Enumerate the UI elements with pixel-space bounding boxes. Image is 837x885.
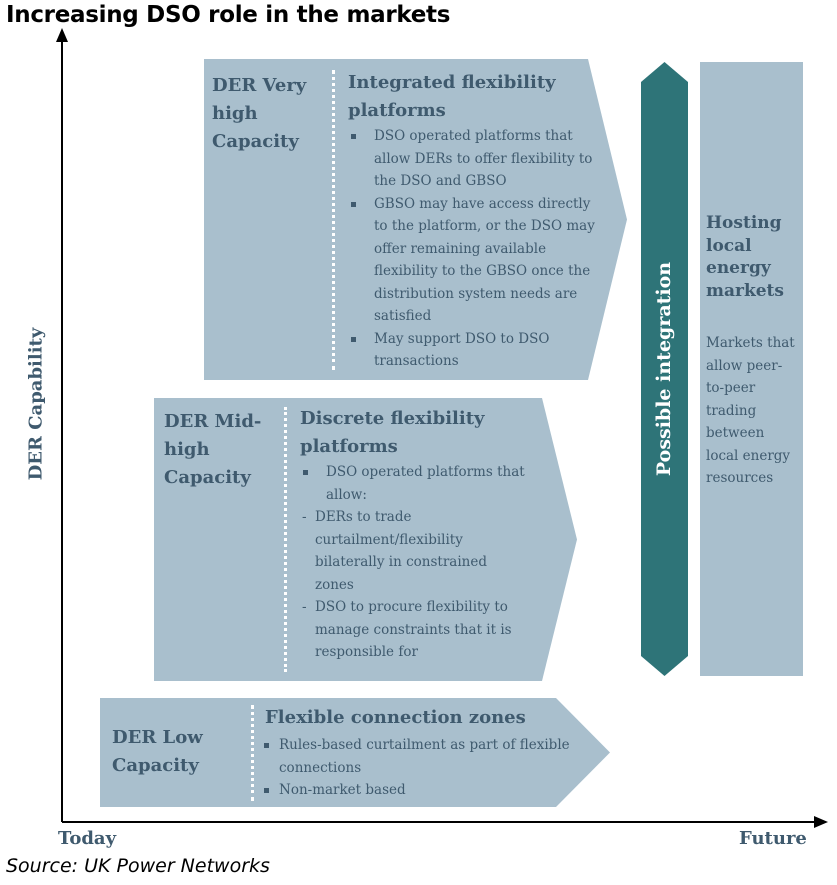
tier-low-bullets: Rules-based curtailment as part of flexi… bbox=[262, 734, 570, 802]
page-title: Increasing DSO role in the markets bbox=[6, 2, 451, 28]
tier-low-divider bbox=[251, 705, 254, 801]
hosting-box bbox=[700, 62, 803, 676]
x-axis-start-label: Today bbox=[58, 828, 117, 849]
x-axis-end-label: Future bbox=[739, 828, 807, 849]
tier-mid-high-divider bbox=[284, 407, 287, 672]
sub-bullet-list: DERs to tradecurtailment/flexibilitybila… bbox=[301, 506, 525, 664]
bullet-item: Rules-based curtailment as part of flexi… bbox=[262, 734, 570, 779]
tier-low-heading: Flexible connection zones bbox=[265, 707, 526, 728]
x-axis-arrow bbox=[814, 816, 828, 828]
y-axis-arrow bbox=[56, 28, 68, 42]
tier-low-box bbox=[100, 698, 610, 807]
bullet-item: Non-market based bbox=[262, 779, 570, 802]
tier-very-high-divider bbox=[332, 70, 335, 370]
integration-bar bbox=[641, 62, 688, 676]
tier-very-high-box bbox=[204, 59, 627, 380]
sub-bullet-item: DERs to tradecurtailment/flexibilitybila… bbox=[301, 506, 525, 596]
source-note: Source: UK Power Networks bbox=[6, 855, 270, 877]
